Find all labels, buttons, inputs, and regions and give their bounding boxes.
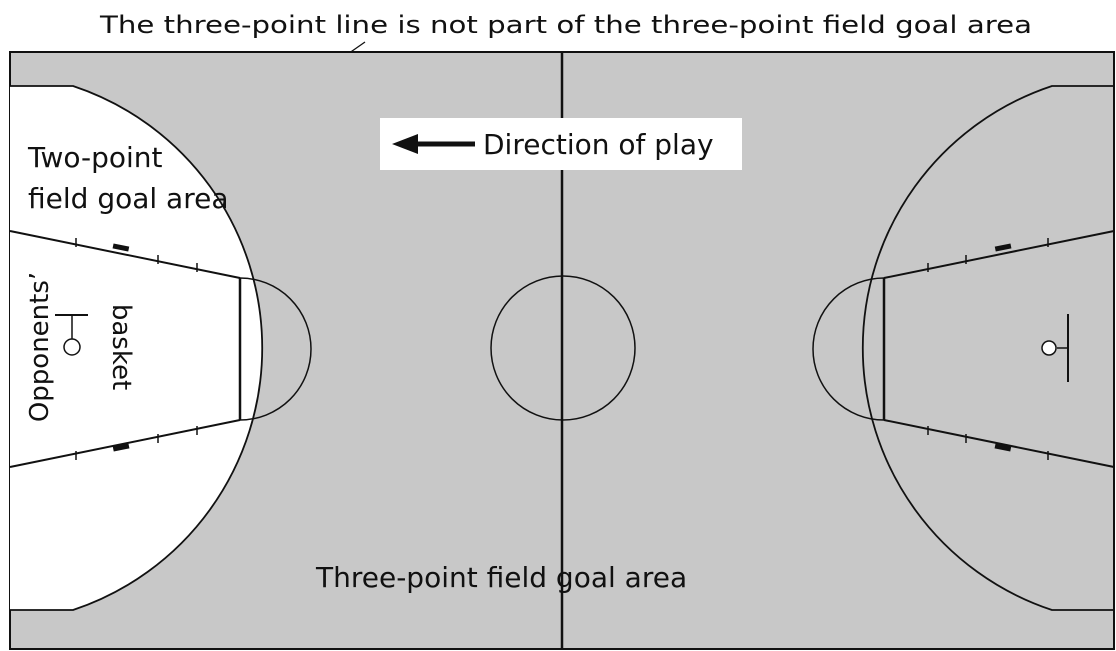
opponents-label: Opponents’ — [25, 272, 55, 422]
right-key-upper-line — [883, 230, 1115, 279]
center-circle — [490, 275, 636, 421]
left-block-mark-lower — [112, 443, 130, 452]
right-key-lower-line — [883, 419, 1115, 468]
right-free-throw-semicircle — [812, 277, 885, 421]
three-point-area-label: Three-point field goal area — [315, 561, 687, 594]
direction-of-play-label: Direction of play — [483, 128, 714, 161]
left-key-upper-line — [9, 230, 241, 279]
two-point-label-line2: field goal area — [28, 182, 229, 215]
direction-arrow-icon — [392, 134, 418, 154]
two-point-area-label: Two-point field goal area — [27, 141, 229, 215]
left-lane-marks — [75, 238, 198, 460]
two-point-label-line1: Two-point — [27, 141, 163, 174]
right-block-mark-upper — [994, 243, 1012, 252]
left-basket-rim — [63, 338, 81, 356]
right-block-mark-lower — [994, 443, 1012, 452]
left-block-mark-upper — [112, 243, 130, 252]
three-point-line-annotation: The three-point line is not part of the … — [99, 11, 1032, 39]
basket-label: basket — [106, 304, 136, 390]
right-three-point-line — [861, 85, 1114, 611]
right-basket-rim — [1041, 340, 1057, 356]
two-point-area — [10, 86, 263, 610]
left-free-throw-semicircle — [239, 277, 312, 421]
left-three-point-line — [10, 85, 264, 611]
left-key-lower-line — [9, 419, 241, 468]
right-lane-marks — [927, 238, 1049, 460]
